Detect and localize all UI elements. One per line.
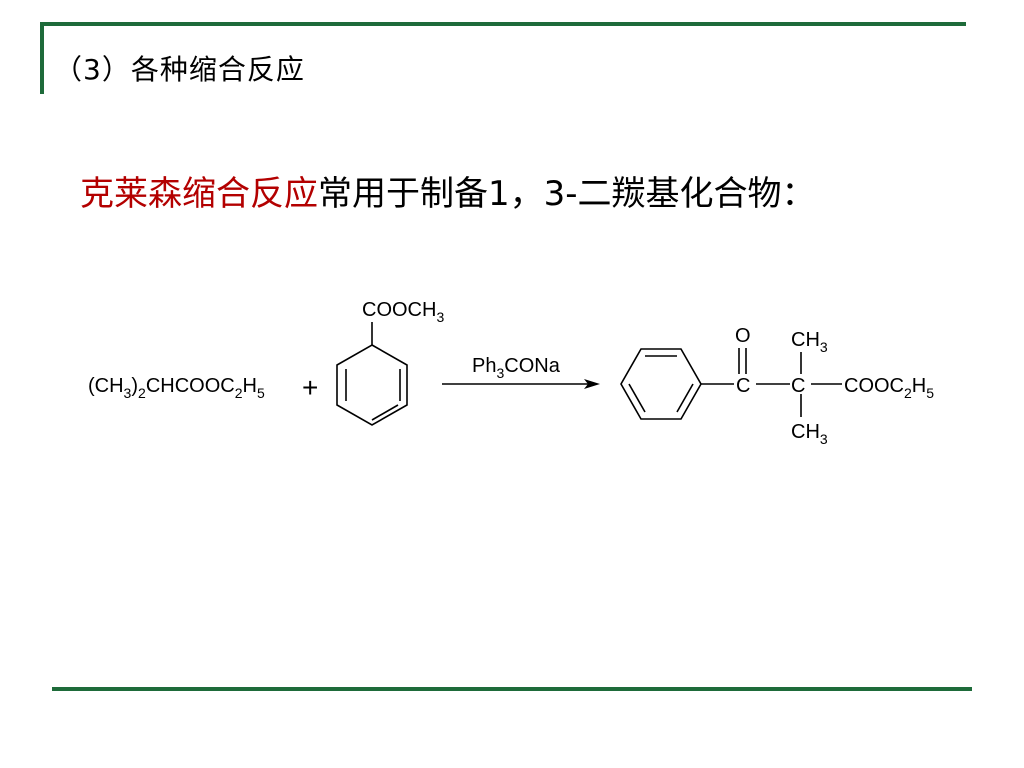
carbonyl-double-bond <box>738 348 747 374</box>
methyl-bottom: CH3 <box>791 421 828 447</box>
methyl-top: CH3 <box>791 329 828 355</box>
subtitle-highlight: 克莱森缩合反应 <box>80 174 318 214</box>
plus-sign: + <box>302 372 318 403</box>
reactant-1-formula: (CH3)2CHCOOC2H5 <box>88 375 265 401</box>
carbonyl-carbon: C <box>736 375 750 397</box>
subtitle-rest: 常用于制备1，3-二羰基化合物： <box>318 174 816 214</box>
reaction-scheme: (CH3)2CHCOOC2H5 + COOCH3 Ph3CONa O C C C… <box>88 299 934 447</box>
slide-title: （3）各种缩合反应 <box>54 53 305 86</box>
benzene-ring-product <box>620 348 734 420</box>
reaction-arrow <box>442 379 600 389</box>
reagent-label: Ph3CONa <box>472 355 561 381</box>
ethyl-ester-group: COOC2H5 <box>844 375 934 401</box>
left-rule <box>40 22 44 94</box>
bottom-rule <box>52 687 972 691</box>
benzene-ring-reactant <box>336 322 408 426</box>
quaternary-carbon: C <box>791 375 805 397</box>
subtitle: 克莱森缩合反应常用于制备1，3-二羰基化合物： <box>80 166 816 215</box>
top-rule <box>40 22 966 26</box>
methyl-ester-group: COOCH3 <box>362 299 444 325</box>
carbonyl-oxygen: O <box>735 325 751 347</box>
